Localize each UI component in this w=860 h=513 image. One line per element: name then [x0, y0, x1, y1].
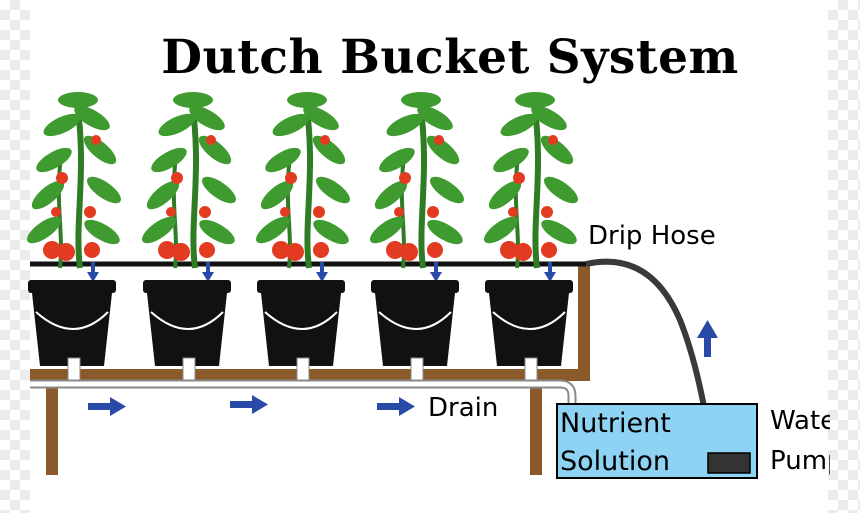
pump-icon: [707, 452, 751, 474]
nutrient-solution-label: Nutrient Solution: [560, 405, 700, 481]
table-leg-right: [530, 380, 542, 475]
tomato-plant-icon: [255, 92, 351, 269]
drip-hose-label: Drip Hose: [588, 221, 716, 251]
tomato-plant-icon: [26, 92, 122, 269]
bucket-icon: [257, 280, 345, 381]
flow-arrow-icon: [377, 397, 415, 416]
tomato-plant-icon: [369, 92, 465, 269]
flow-arrow-icon: [430, 262, 442, 282]
water-pump-label-line2: Pump: [770, 446, 830, 476]
bucket-icon: [371, 280, 459, 381]
drain-label: Drain: [428, 393, 499, 423]
flow-arrow-icon: [87, 262, 99, 282]
bucket-icon: [28, 280, 116, 381]
flow-arrow-icon: [697, 320, 718, 357]
page-title: Dutch Bucket System: [161, 30, 739, 85]
table-post-right: [578, 262, 590, 380]
transparency-edge-left: [0, 0, 30, 513]
nutrient-tank: [556, 403, 758, 479]
flow-arrow-icon: [202, 262, 214, 282]
bucket-unit: [369, 92, 465, 381]
flow-arrow-icon: [316, 262, 328, 282]
nutrient-label-line1: Nutrient: [560, 408, 671, 439]
table-leg-left: [46, 380, 58, 475]
bucket-unit: [483, 92, 579, 381]
flow-arrow-icon: [544, 262, 556, 282]
bucket-icon: [485, 280, 573, 381]
bucket-unit: [26, 92, 122, 381]
bucket-row: [26, 92, 579, 381]
bucket-unit: [141, 92, 237, 381]
tomato-plant-icon: [141, 92, 237, 269]
tomato-plant-icon: [483, 92, 579, 269]
table-top-rail: [30, 369, 590, 381]
wooden-table: [30, 262, 590, 475]
flow-arrow-icon: [230, 395, 268, 414]
bucket-unit: [255, 92, 351, 381]
drain-pipe: [30, 379, 577, 404]
nutrient-label-line2: Solution: [560, 446, 670, 477]
water-pump-label-line1: Water: [770, 406, 830, 436]
transparency-edge-right: [828, 0, 860, 513]
bucket-icon: [143, 280, 231, 381]
flow-arrow-icon: [88, 397, 126, 416]
